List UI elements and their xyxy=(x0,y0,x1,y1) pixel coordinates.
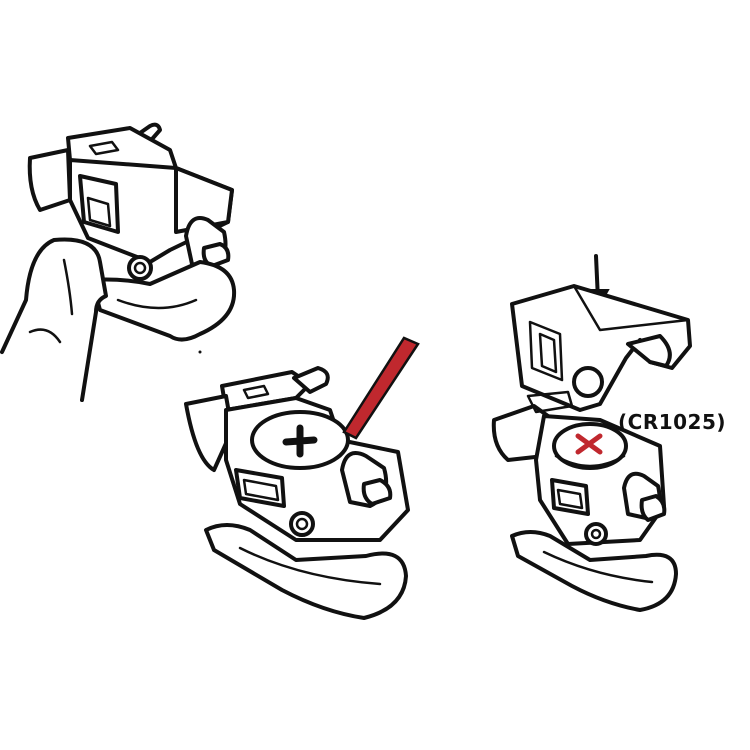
step3-cover-removed xyxy=(491,254,692,612)
step2-screwdriver-unscrewing xyxy=(184,336,420,620)
step1-clip-with-finger xyxy=(0,122,237,402)
dot-mark xyxy=(198,350,202,354)
battery-type-label: (CR1025) xyxy=(618,410,727,434)
